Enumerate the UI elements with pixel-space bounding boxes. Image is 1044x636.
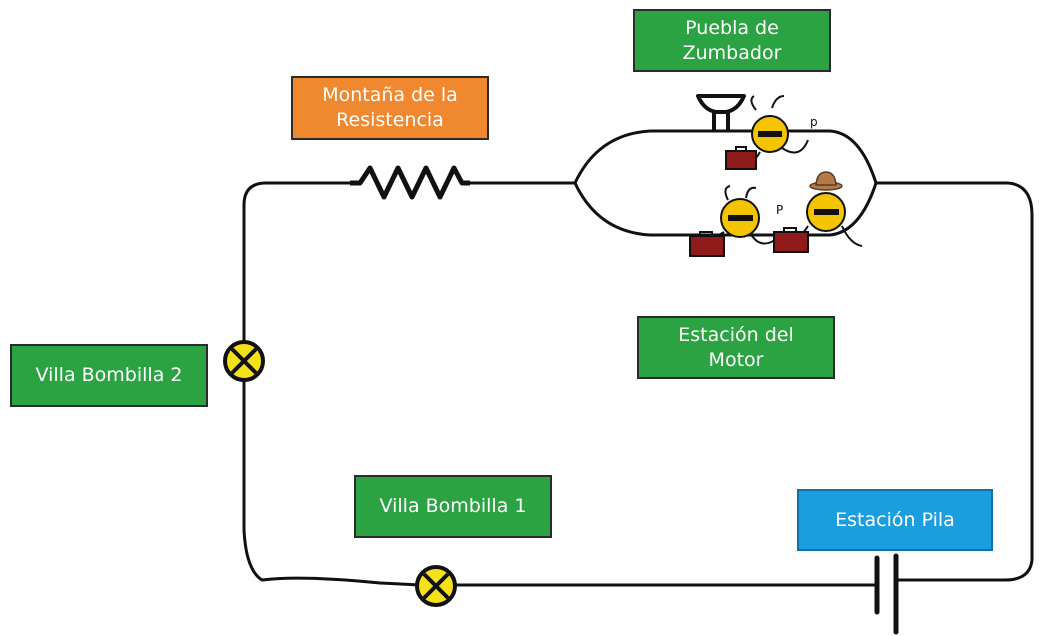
wire-top-left: [242, 181, 352, 360]
bulb-icon: [223, 340, 265, 382]
battery-icon: [874, 553, 899, 635]
label-puebla-de-zumbador: Puebla de Zumbador: [633, 9, 831, 72]
p-mark: p: [810, 115, 818, 129]
wire-right: [874, 181, 1034, 582]
wire-parallel-lower: [573, 181, 878, 237]
suitcase-icon: [725, 146, 757, 170]
label-estacion-pila: Estación Pila: [797, 489, 993, 551]
suitcase-icon: [773, 227, 809, 253]
electron-character-icon: [785, 192, 863, 247]
suitcase-icon: [689, 231, 725, 257]
label-villa-bombilla-2: Villa Bombilla 2: [10, 344, 208, 407]
cowboy-hat-icon: [809, 171, 843, 191]
bulb-icon: [415, 565, 457, 607]
wire-parallel-upper: [573, 129, 878, 185]
electron-characters: p P: [689, 95, 863, 257]
label-montana-de-la-resistencia: Montaña de la Resistencia: [291, 76, 489, 140]
p-mark: P: [776, 203, 783, 217]
circuit-wire: [242, 129, 1034, 587]
resistor-icon: [350, 165, 470, 200]
buzzer-icon: [696, 94, 746, 132]
wire-bottom-left: [242, 376, 422, 587]
label-estacion-del-motor: Estación del Motor: [637, 316, 835, 379]
label-villa-bombilla-1: Villa Bombilla 1: [354, 475, 552, 538]
